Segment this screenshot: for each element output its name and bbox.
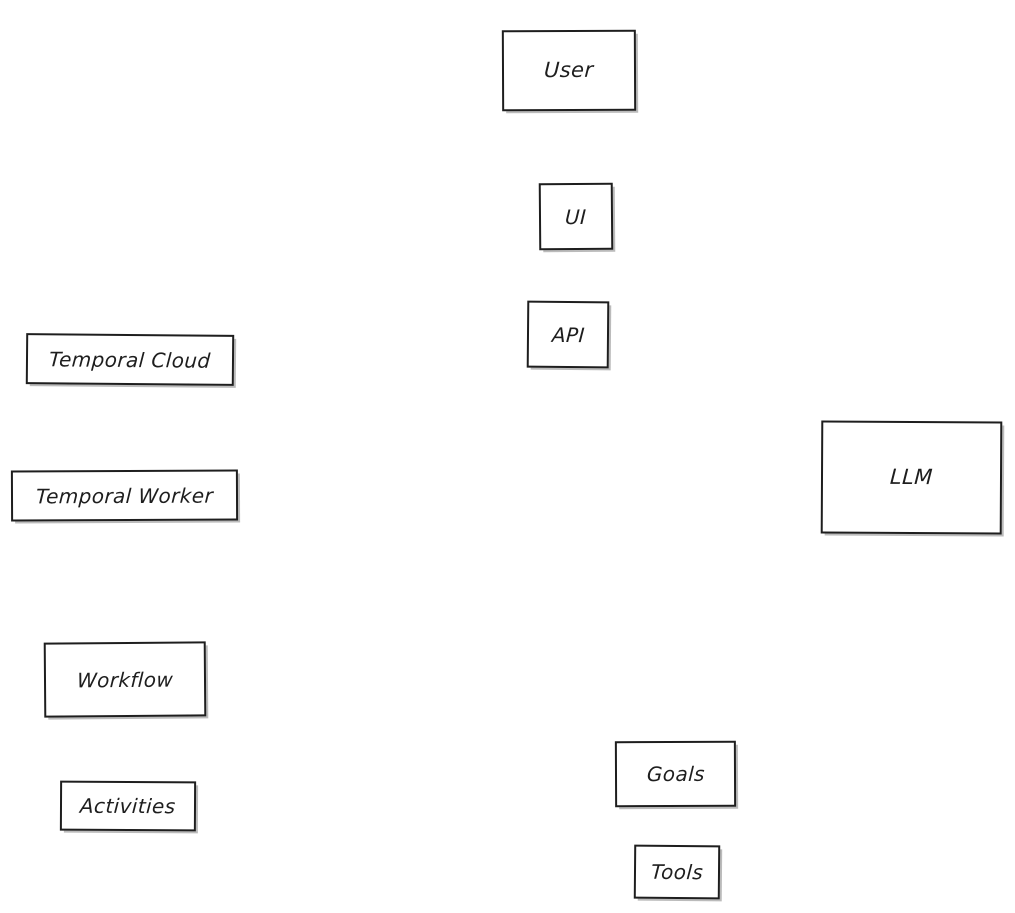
node-label-temporal-cloud: Temporal Cloud	[48, 346, 212, 373]
node-label-goals: Goals	[645, 761, 706, 787]
node-tools[interactable]: Tools	[633, 844, 721, 900]
node-label-api: API	[550, 322, 586, 347]
node-ui[interactable]: UI	[538, 182, 614, 251]
node-label-activities: Activities	[79, 793, 177, 819]
node-label-workflow: Workflow	[76, 667, 174, 692]
node-label-user: User	[543, 57, 595, 83]
node-label-temporal-worker: Temporal Worker	[35, 483, 214, 508]
node-label-tools: Tools	[650, 859, 704, 885]
node-label-ui: UI	[564, 204, 588, 229]
node-temporal-worker[interactable]: Temporal Worker	[10, 469, 239, 522]
node-api[interactable]: API	[526, 300, 610, 369]
node-user[interactable]: User	[501, 29, 637, 112]
node-workflow[interactable]: Workflow	[43, 641, 207, 718]
node-temporal-cloud[interactable]: Temporal Cloud	[25, 333, 235, 386]
node-activities[interactable]: Activities	[59, 780, 197, 832]
node-llm[interactable]: LLM	[820, 420, 1003, 535]
node-goals[interactable]: Goals	[614, 740, 737, 808]
node-label-llm: LLM	[889, 464, 934, 490]
top-caption	[0, 0, 1015, 4]
